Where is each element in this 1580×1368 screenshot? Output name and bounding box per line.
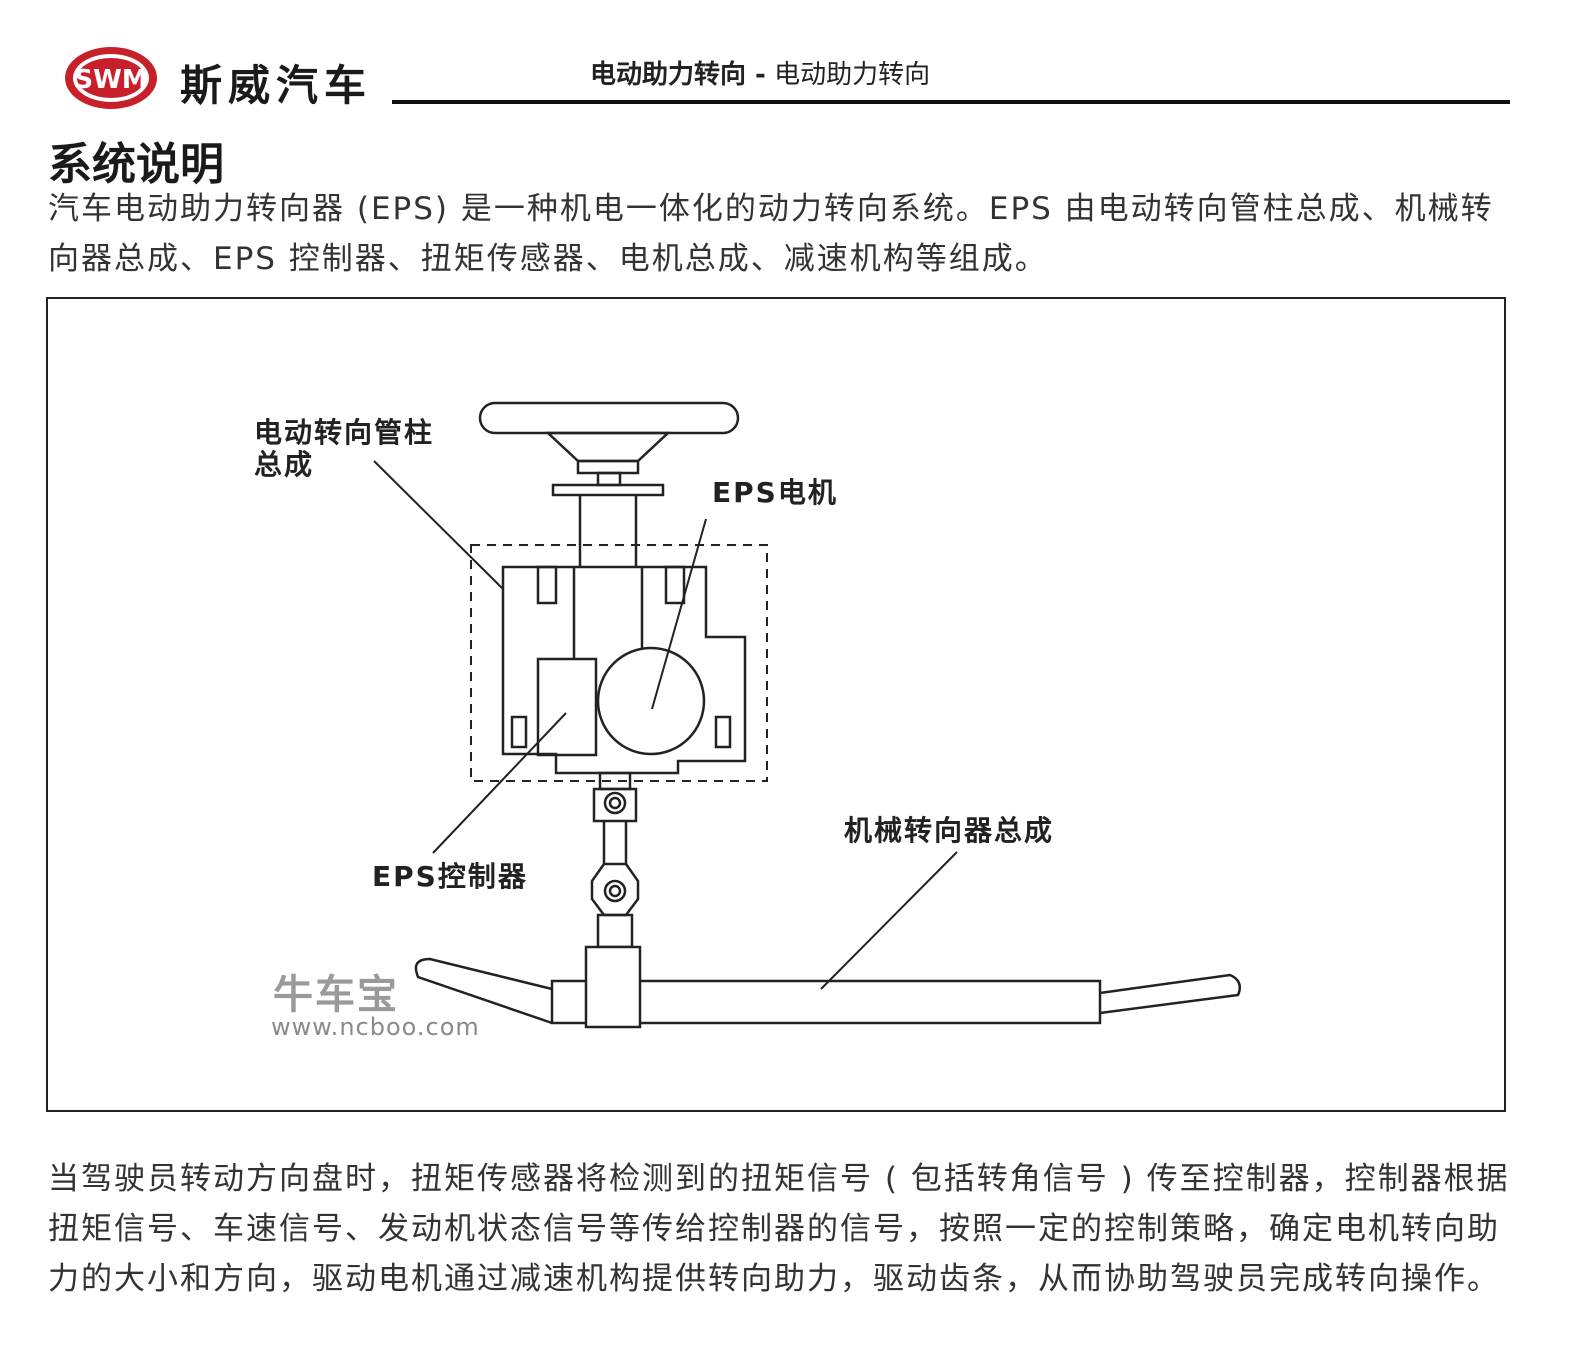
svg-text:SWM: SWM bbox=[74, 65, 147, 95]
eps-drawing bbox=[373, 401, 1241, 1029]
section-title: 电动助力转向 - 电动助力转向 bbox=[590, 54, 930, 91]
column-assembly-boundary bbox=[470, 544, 768, 782]
eps-controller-box bbox=[536, 657, 598, 757]
upper-u-joint bbox=[592, 787, 638, 823]
steering-hub bbox=[544, 431, 672, 463]
brand-name: 斯威汽车 bbox=[180, 61, 373, 110]
label-eps-motor: EPS电机 bbox=[712, 476, 838, 509]
left-tie-rod bbox=[414, 957, 553, 1025]
page-title: 系统说明 bbox=[48, 139, 224, 190]
swm-logo: SWM bbox=[65, 47, 157, 109]
rack-housing bbox=[550, 979, 1102, 1025]
intro-paragraph: 汽车电动助力转向器 (EPS) 是一种机电一体化的动力转向系统。EPS 由电动转… bbox=[48, 191, 1494, 277]
label-steering-column-line1: 电动转向管柱 bbox=[254, 416, 435, 449]
header-rule bbox=[392, 100, 1510, 104]
label-steering-column: 电动转向管柱 总成 bbox=[254, 417, 434, 481]
watermark-url: www.ncboo.com bbox=[271, 1013, 480, 1041]
label-steering-gear: 机械转向器总成 bbox=[844, 814, 1055, 847]
column-flange bbox=[551, 483, 665, 497]
watermark-brand: 牛车宝 bbox=[273, 972, 399, 1018]
pinion-housing bbox=[584, 945, 642, 1029]
section-title-normal: 电动助力转向 bbox=[774, 60, 931, 90]
eps-motor-circle bbox=[596, 646, 706, 756]
section-title-bold: 电动助力转向 - bbox=[590, 60, 766, 90]
label-eps-controller: EPS控制器 bbox=[372, 860, 528, 893]
right-tie-rod bbox=[1099, 973, 1241, 1015]
steering-wheel bbox=[478, 401, 740, 435]
lower-u-joint bbox=[590, 862, 640, 917]
eps-diagram: 电动转向管柱 总成 EPS电机 EPS控制器 机械转向器总成 牛车宝 www.n… bbox=[46, 297, 1506, 1112]
body-paragraph: 当驾驶员转动方向盘时，扭矩传感器将检测到的扭矩信号 ( 包括转角信号 ) 传至控… bbox=[48, 1161, 1510, 1297]
label-steering-column-line2: 总成 bbox=[254, 448, 315, 481]
